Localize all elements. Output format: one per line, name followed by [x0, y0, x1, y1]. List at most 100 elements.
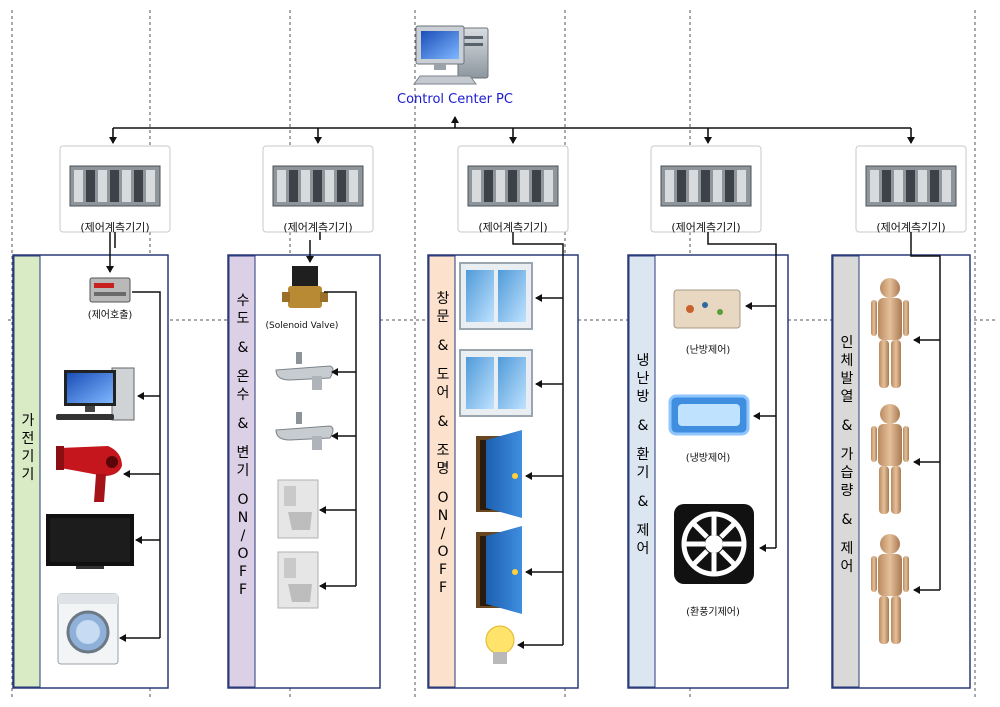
- panel-title-char: /: [440, 526, 446, 542]
- panel-5-devices: [871, 278, 909, 644]
- panel-title-char: &: [237, 340, 249, 356]
- panel-title-char: 기: [21, 449, 35, 465]
- panel-title-char: 량: [840, 483, 854, 499]
- faucet-icon: [275, 352, 334, 390]
- panel-title-char: 가: [840, 447, 854, 463]
- ventilation-control-label: (환풍기제어): [686, 607, 740, 618]
- panel-title-char: 창: [436, 291, 450, 307]
- panel-title-char: 체: [840, 353, 854, 369]
- window-icon: [459, 349, 533, 417]
- door-icon: [476, 430, 522, 518]
- panel-2-devices: [275, 266, 334, 609]
- controller-label: (제어계측기기): [876, 221, 946, 234]
- panel-title-char: O: [437, 490, 449, 506]
- panel-title-char: &: [841, 512, 853, 528]
- panel-title-char: 온: [236, 369, 250, 385]
- controller-device-icon: [855, 145, 967, 233]
- toilet-icon: [277, 479, 319, 539]
- heating-controller-icon: [673, 289, 741, 329]
- controller-device-icon: [262, 145, 374, 233]
- control-call-device-icon: [89, 277, 131, 303]
- panel-title-char: 어: [436, 385, 450, 401]
- cooling-control-label: (냉방제어): [685, 453, 731, 464]
- connectors: [106, 232, 941, 649]
- panel-1-devices: [46, 277, 135, 665]
- controller-label: (제어계측기기): [478, 221, 548, 234]
- panel-title-char: 난: [636, 371, 650, 387]
- panel-title-char: 변: [236, 445, 250, 461]
- panel-title-char: 기: [236, 463, 250, 479]
- panel-title-char: 수: [236, 387, 250, 403]
- panel-title-char: N: [437, 508, 449, 524]
- panel-title-char: F: [238, 564, 248, 580]
- solenoid-valve-icon: [282, 266, 328, 308]
- panel-3-devices: [459, 262, 533, 664]
- control-center-label: Control Center PC: [397, 92, 513, 107]
- panel-title-char: &: [437, 338, 449, 354]
- panel-title-char: 환: [636, 447, 650, 463]
- window-icon: [459, 262, 533, 330]
- panel-4-devices: [668, 289, 754, 584]
- panel-title-char: 냉: [636, 353, 650, 369]
- panel-1: [12, 254, 169, 689]
- door-icon: [476, 526, 522, 614]
- controller-label: (제어계측기기): [283, 221, 353, 234]
- heating-control-label: (난방제어): [685, 345, 731, 356]
- controller-device-icon: [457, 145, 569, 233]
- panel-title-char: &: [637, 418, 649, 434]
- panel-title-char: O: [437, 544, 449, 560]
- thermal-manikin-icon: [871, 404, 909, 514]
- panel-title-char: 제: [840, 541, 854, 557]
- panel-title-char: 습: [840, 465, 854, 481]
- solenoid-valve-label: (Solenoid Valve): [265, 321, 339, 331]
- cooling-controller-icon: [668, 394, 750, 436]
- controllers: [59, 145, 967, 233]
- toilet-icon: [277, 551, 319, 609]
- thermal-manikin-icon: [871, 278, 909, 388]
- panel-title-char: 도: [436, 367, 450, 383]
- controller-label: (제어계측기기): [80, 221, 150, 234]
- thermal-manikin-icon: [871, 534, 909, 644]
- main-bus: [109, 116, 915, 144]
- hair-dryer-icon: [56, 446, 122, 502]
- panel-title-char: 기: [21, 467, 35, 483]
- panel-title-char: 수: [236, 293, 250, 309]
- panel-title-char: &: [237, 416, 249, 432]
- panel-title-char: 어: [636, 541, 650, 557]
- panel-title-char: F: [238, 582, 248, 598]
- panel-title-char: F: [438, 580, 448, 596]
- desktop-computer-icon: [56, 367, 135, 421]
- panel-title-char: 가: [21, 413, 35, 429]
- controller-device-icon: [59, 145, 171, 233]
- panel-title-char: &: [637, 494, 649, 510]
- television-icon: [46, 514, 134, 569]
- panel-title-char: /: [240, 528, 246, 544]
- panel-title-char: &: [841, 418, 853, 434]
- control-call-label: (제어호출): [87, 310, 133, 321]
- panel-title-char: &: [437, 414, 449, 430]
- panel-title-char: 방: [636, 389, 650, 405]
- faucet-icon: [275, 412, 334, 450]
- controller-device-icon: [650, 145, 762, 233]
- panel-title-char: 발: [840, 371, 854, 387]
- washing-machine-icon: [57, 593, 119, 665]
- panel-title-char: 어: [840, 559, 854, 575]
- panel-title-char: 열: [840, 389, 854, 405]
- panel-title-char: 조: [436, 443, 450, 459]
- controller-label: (제어계측기기): [671, 221, 741, 234]
- ventilation-fan-icon: [674, 504, 754, 584]
- pc-icon: [413, 25, 489, 85]
- panel-title-char: 제: [636, 523, 650, 539]
- panel-title-char: 기: [636, 465, 650, 481]
- panel-title-char: F: [438, 562, 448, 578]
- panel-title-char: O: [237, 492, 249, 508]
- panel-title-char: 인: [840, 335, 854, 351]
- panel-title-char: 전: [21, 431, 35, 447]
- panel-title-char: 문: [436, 309, 450, 325]
